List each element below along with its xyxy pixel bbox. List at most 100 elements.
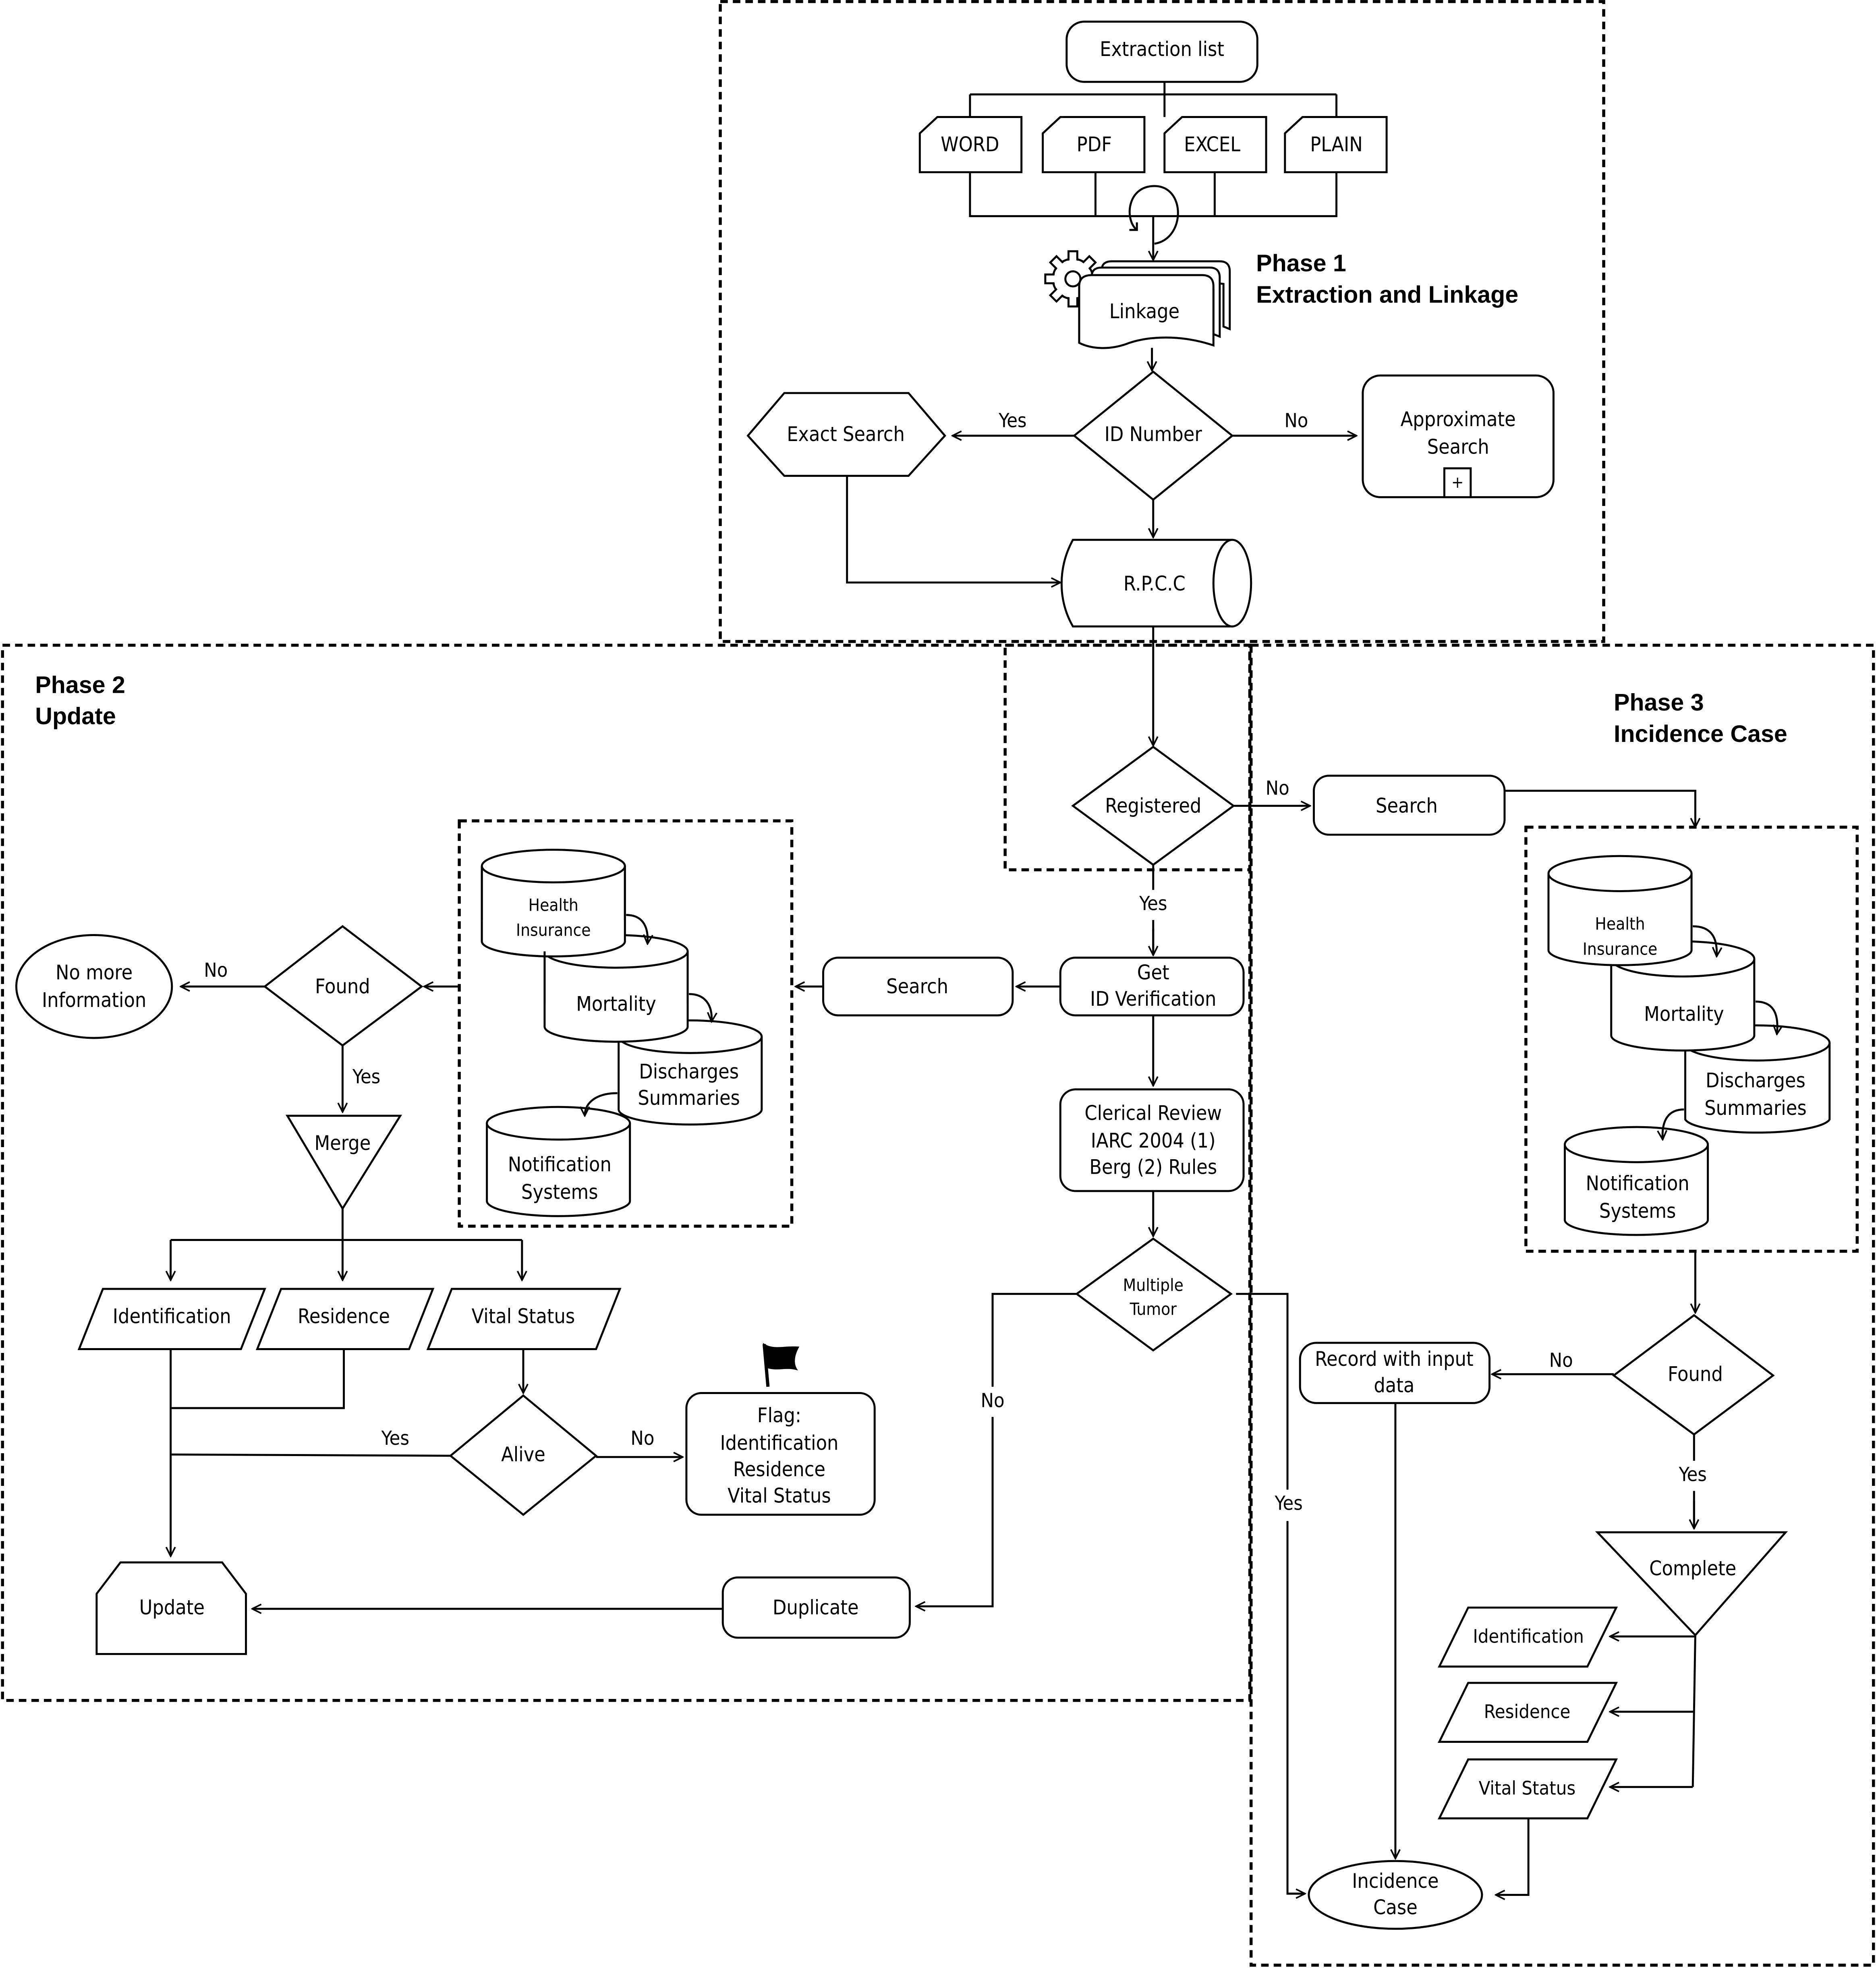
db-arrow-2 <box>689 993 711 1022</box>
phase2-found-decision[interactable]: Found <box>263 925 423 1047</box>
flag-label-2: Identification <box>720 1431 838 1455</box>
alive-yes-label: Yes <box>381 1427 409 1450</box>
phase2-left: Phase 2 Update Health Insurance Mortalit… <box>15 671 876 1655</box>
db-arrow-3 <box>585 1092 618 1116</box>
merge-label: Merge <box>314 1131 371 1155</box>
expand-subprocess-button[interactable] <box>1443 467 1472 498</box>
format-excel-label: EXCEL <box>1184 133 1240 156</box>
id-number-label: ID Number <box>1105 423 1202 446</box>
arrow-exact-to-rpcc <box>846 476 1061 582</box>
db-discharges-label-1: Discharges <box>639 1060 739 1083</box>
p3-db-discharges-label-1: Discharges <box>1706 1069 1806 1092</box>
id-yes-label: Yes <box>998 409 1026 432</box>
db-overlap-mask <box>482 920 625 957</box>
p3-db-mortality-label: Mortality <box>1644 1002 1724 1025</box>
arrow-mt-no-duplicate <box>916 1293 1077 1606</box>
phase3-found-decision[interactable]: Found <box>1612 1314 1775 1436</box>
registered-boundary <box>1003 644 1252 872</box>
phase3: Phase 3 Incidence Case No Search Notific… <box>1233 689 1831 1930</box>
p3-db-arrow-2 <box>1755 1001 1777 1034</box>
phase1-subtitle: Extraction and Linkage <box>1256 281 1518 308</box>
format-plain[interactable]: PLAIN <box>1284 116 1388 174</box>
p3-db-arrow-1 <box>1693 925 1716 957</box>
flag-label-1: Flag: <box>757 1404 801 1427</box>
record-with-input-node[interactable]: Record with input data <box>1299 1342 1491 1404</box>
phase3-residence-label: Residence <box>1484 1701 1571 1723</box>
phase2-search-label: Search <box>886 975 948 998</box>
phase2-databases: Health Insurance Mortality Insurance Dis… <box>481 849 763 1217</box>
phase3-search-node[interactable]: Search <box>1312 775 1506 836</box>
duplicate-node[interactable]: Duplicate <box>721 1576 911 1639</box>
registered-label: Registered <box>1105 794 1201 817</box>
linkage-label: Linkage <box>1109 300 1179 323</box>
p3-db-arrow-3 <box>1662 1108 1684 1140</box>
record-label-2: data <box>1374 1373 1414 1397</box>
clerical-review-node[interactable]: Clerical Review IARC 2004 (1) Berg (2) R… <box>1059 1088 1245 1192</box>
alive-decision[interactable]: Alive <box>449 1394 598 1516</box>
extraction-connector <box>969 82 1338 117</box>
registered-yes-label: Yes <box>1139 893 1167 915</box>
phase1: Phase 1 Extraction and Linkage Extractio… <box>746 21 1555 628</box>
no-more-information-terminal[interactable]: No more Information <box>15 934 173 1039</box>
clerical-label-3: Berg (2) Rules <box>1089 1155 1217 1179</box>
db-health-label-2-front: Insurance <box>516 920 591 940</box>
registered-decision[interactable]: Registered <box>1071 746 1235 866</box>
db-health-outline <box>481 866 626 957</box>
exact-search-node[interactable]: Exact Search <box>746 392 946 477</box>
phase3-subtitle: Incidence Case <box>1614 720 1787 747</box>
incidence-case-terminal[interactable]: Incidence Case <box>1308 1860 1483 1930</box>
phase2-residence-io[interactable]: Residence <box>255 1288 435 1350</box>
no-more-label-2: Information <box>42 988 146 1012</box>
alive-yes-connector <box>170 1453 451 1457</box>
phase3-residence-io[interactable]: Residence <box>1437 1682 1618 1743</box>
db-arrow-1 <box>626 914 647 944</box>
format-word[interactable]: WORD <box>918 116 1023 174</box>
phase1-boundary <box>719 0 1605 643</box>
phase2-central: Registered Yes Get ID Verification Searc… <box>252 626 1245 1639</box>
flag-label-3: Residence <box>733 1458 825 1481</box>
merge-branch-connector <box>170 1208 522 1241</box>
id-no-label: No <box>1284 409 1308 432</box>
p3-found-no-label: No <box>1549 1349 1573 1372</box>
complete-node[interactable]: Complete <box>1595 1531 1788 1637</box>
approximate-search-node[interactable]: Approximate Search + <box>1362 374 1555 498</box>
get-id-verification-node[interactable]: Get ID Verification <box>1059 957 1245 1017</box>
multiple-tumor-label-2: Tumor <box>1130 1299 1177 1319</box>
duplicate-label: Duplicate <box>773 1596 859 1619</box>
p3-db-mortality[interactable]: Mortality <box>1610 940 1756 1052</box>
complete-label: Complete <box>1649 1557 1736 1580</box>
rpcc-database[interactable]: R.P.C.C <box>1060 539 1252 628</box>
arrow-vital-to-incidence <box>1496 1818 1530 1895</box>
p3-db-health-insurance[interactable]: Health Insurance <box>1547 855 1693 966</box>
multiple-tumor-label-1: Multiple <box>1123 1275 1184 1295</box>
clerical-label-1: Clerical Review <box>1084 1101 1222 1125</box>
format-excel[interactable]: EXCEL <box>1163 116 1267 174</box>
phase2-databases-boundary <box>458 819 794 1228</box>
id-number-decision[interactable]: ID Number <box>1072 370 1234 501</box>
linkage-node[interactable]: Linkage <box>1078 260 1231 349</box>
extraction-list-node[interactable]: Extraction list <box>1065 21 1258 83</box>
phase2-vital-status-io[interactable] <box>426 1288 622 1350</box>
format-pdf[interactable]: PDF <box>1042 116 1146 174</box>
multiple-tumor-decision[interactable]: Multiple Tumor <box>1075 1237 1233 1352</box>
db-notification-systems[interactable]: Notification Systems <box>486 1106 631 1217</box>
db-health-label-1: Health <box>529 895 578 915</box>
phase3-identification-io[interactable]: Identification <box>1437 1606 1618 1668</box>
formats-merge-connector <box>969 172 1338 218</box>
p3-db-discharges-summaries[interactable]: Discharges Summaries <box>1683 1024 1831 1134</box>
merge-node[interactable]: Merge <box>285 1115 402 1211</box>
rpcc-label: R.P.C.C <box>1124 572 1186 595</box>
found-no-label: No <box>204 959 228 982</box>
phase3-vital-status-io[interactable]: Vital Status <box>1437 1758 1618 1820</box>
update-node[interactable]: Update <box>95 1561 247 1655</box>
phase2-search-node[interactable]: Search <box>822 957 1014 1017</box>
exact-search-label: Exact Search <box>787 423 905 446</box>
phase2-identification-io[interactable]: Identification <box>77 1288 266 1350</box>
incidence-label-2: Case <box>1373 1895 1418 1919</box>
flag-node[interactable]: Flag: Identification Residence Vital Sta… <box>685 1392 876 1516</box>
db-notification-label-1: Notification <box>508 1153 612 1176</box>
mt-yes-connector <box>1236 1293 1305 1895</box>
p3-db-notification-systems[interactable]: Notification Systems <box>1563 1126 1709 1236</box>
phase3-databases: Notification Systems Discharges Summarie… <box>1547 855 1831 1236</box>
